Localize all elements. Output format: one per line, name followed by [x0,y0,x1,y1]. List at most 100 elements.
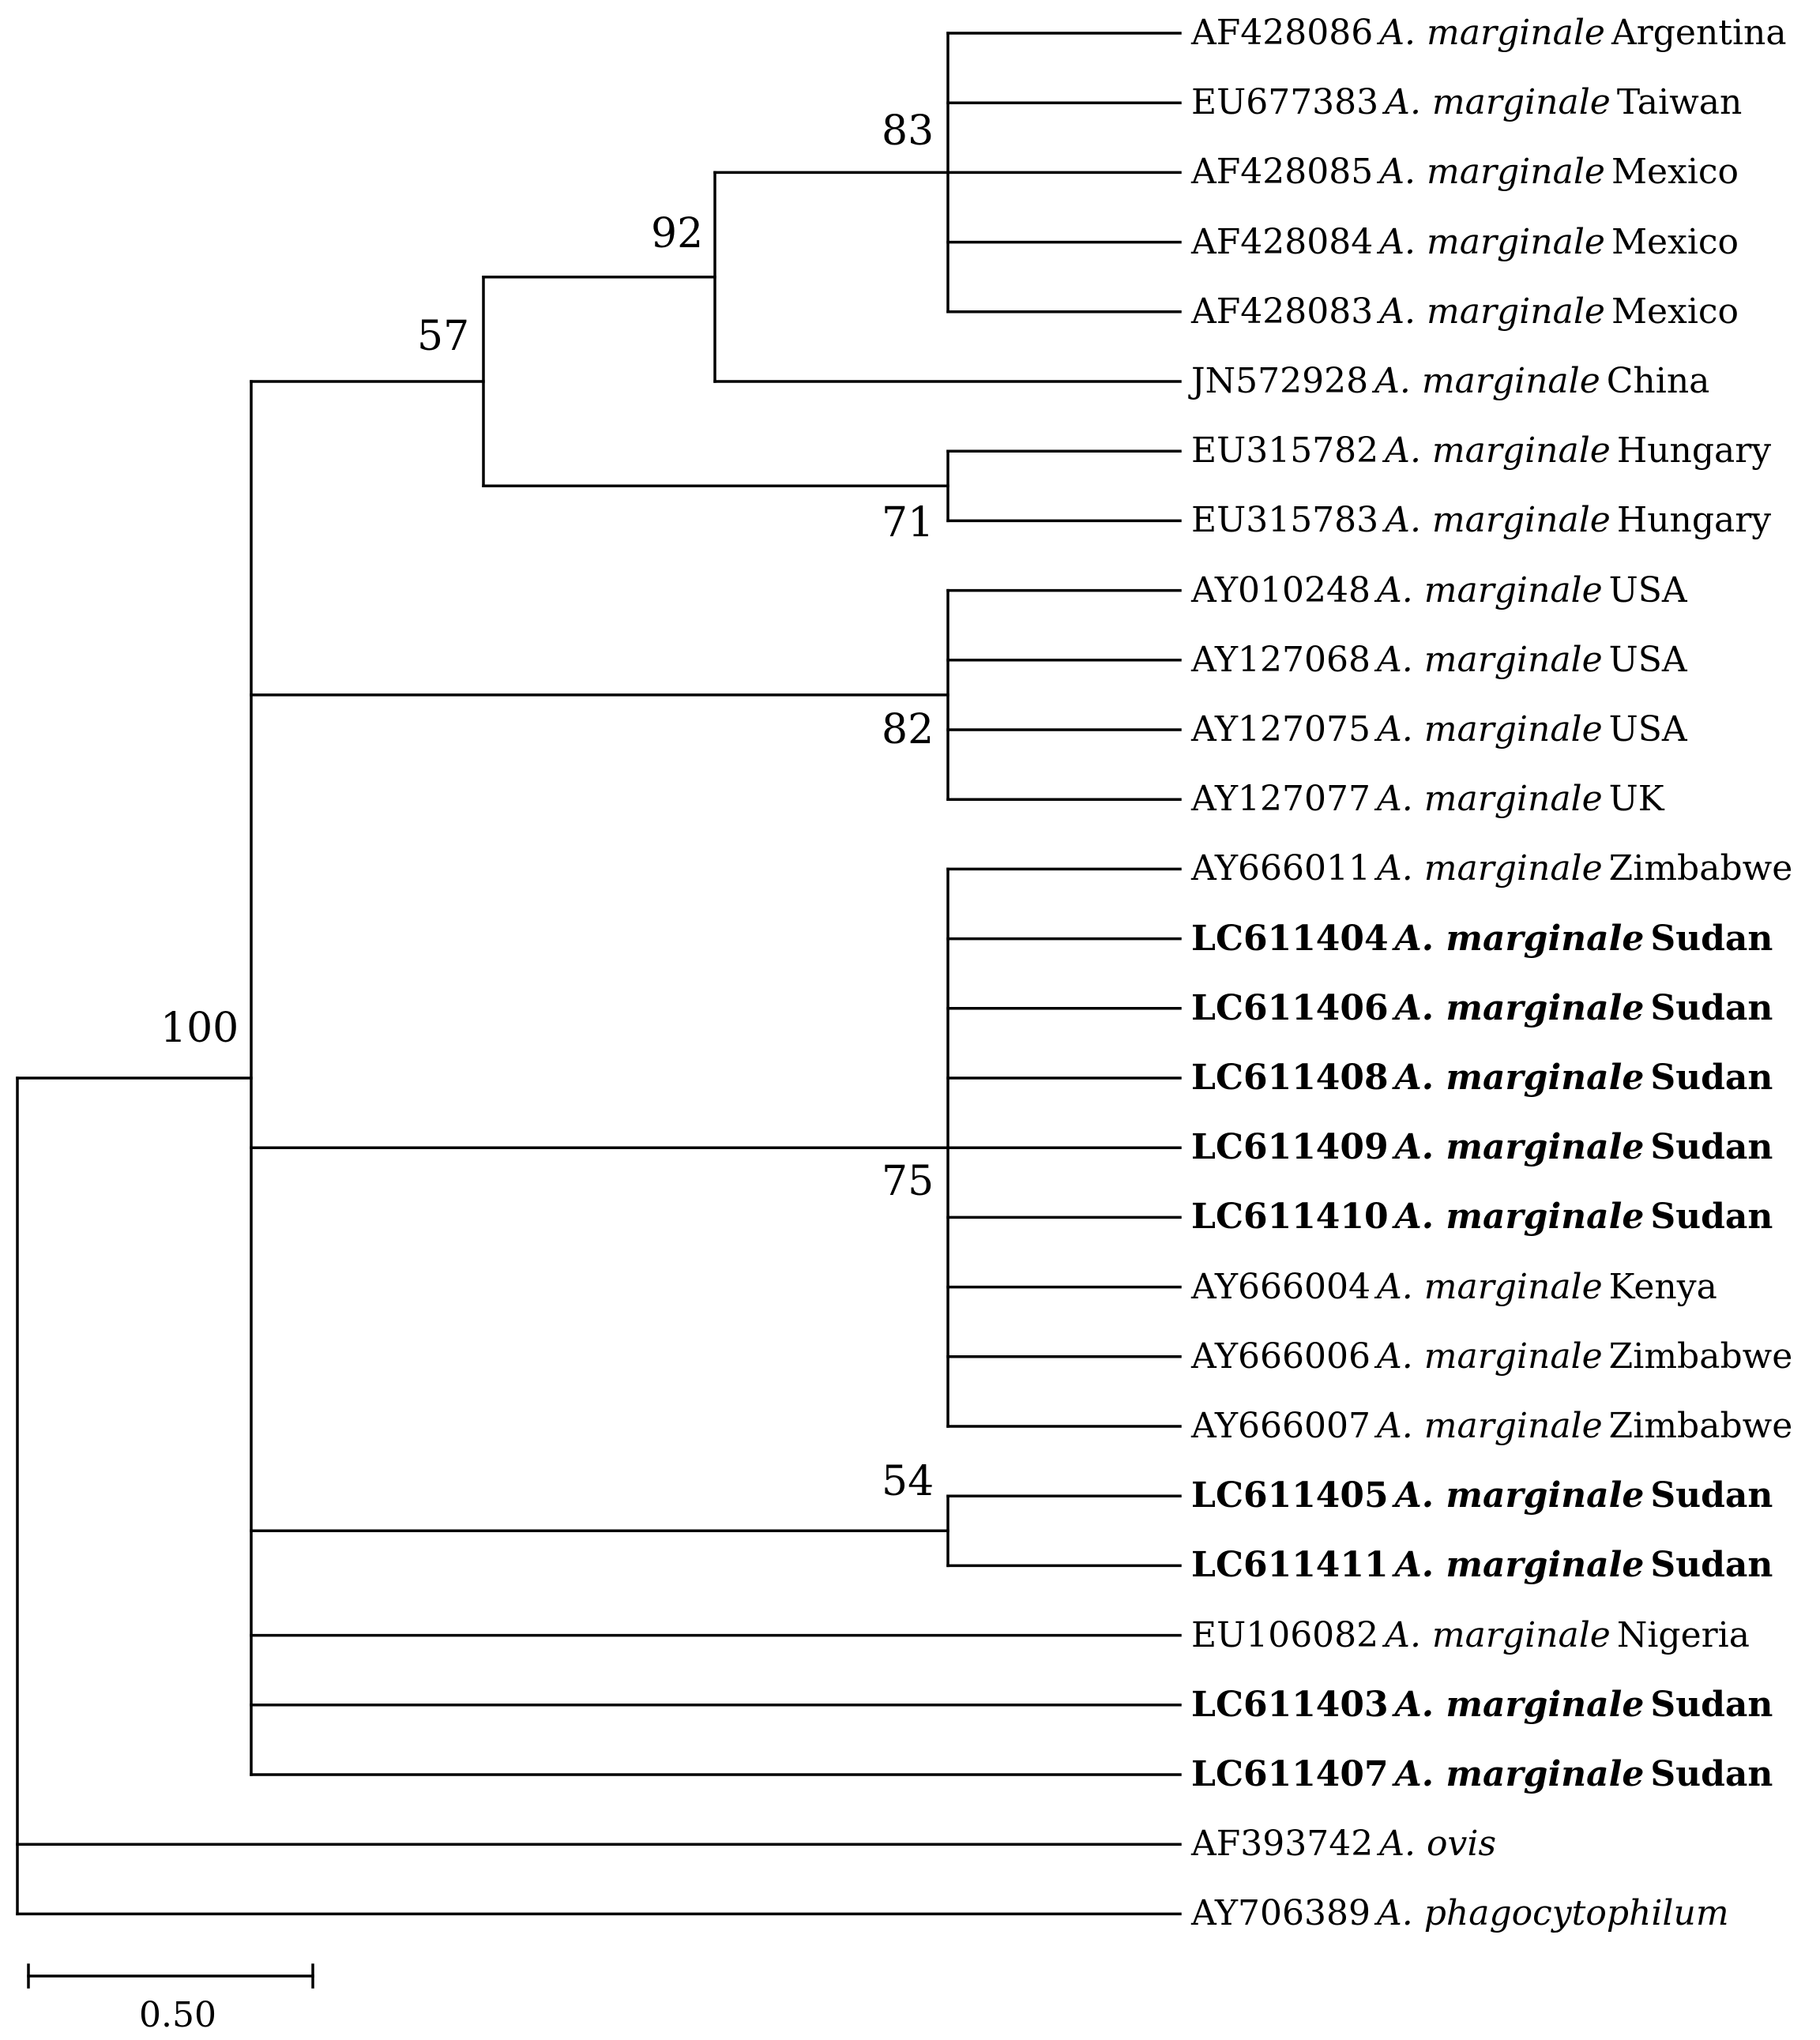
leaf-country: Nigeria [1616,1614,1750,1655]
leaf-country: Zimbabwe [1608,848,1793,889]
leaf-species: A. marginale [1394,1545,1645,1586]
bootstrap-92: 92 [651,210,704,257]
leaf-species: A. marginale [1394,987,1645,1028]
leaf-accession: AY706389 [1191,1893,1371,1934]
leaf-country: Mexico [1611,221,1739,262]
leaf-species: A. marginale [1374,361,1600,401]
leaf-country: Sudan [1650,1754,1773,1794]
leaf-accession: JN572928 [1191,361,1369,401]
bootstrap-57: 57 [417,313,470,360]
leaf-accession: AF393742 [1191,1824,1374,1865]
bootstrap-54: 54 [882,1458,934,1505]
leaf-country: Sudan [1650,987,1773,1028]
bootstrap-71: 71 [882,499,934,547]
leaf-accession: LC611411 [1191,1545,1389,1586]
leaf-species: A. marginale [1377,1266,1603,1307]
leaf-species: A. marginale [1377,1406,1603,1446]
leaf-country: Hungary [1616,500,1772,541]
leaf-country: UK [1608,779,1664,820]
bootstrap-82: 82 [882,706,934,753]
bootstrap-100: 100 [160,1005,239,1052]
leaf-country: China [1606,361,1710,401]
leaf-species: A. marginale [1377,848,1603,889]
bootstrap-75: 75 [882,1158,934,1205]
leaf-species: A. marginale [1377,1336,1603,1377]
leaf-accession: AY666004 [1191,1266,1371,1307]
leaf-accession: EU677383 [1191,82,1379,123]
leaf-species: A. phagocytophilum [1377,1893,1729,1934]
leaf-species: A. marginale [1377,569,1603,610]
leaf-country: Argentina [1611,13,1787,53]
leaf-accession: AY010248 [1191,569,1371,610]
leaf-species: A. marginale [1385,82,1611,123]
leaf-country: USA [1608,569,1687,610]
leaf-accession: AF428085 [1191,152,1374,193]
leaf-accession: AY666007 [1191,1406,1371,1446]
leaf-accession: EU315782 [1191,430,1379,471]
leaf-species: A. marginale [1394,918,1645,959]
leaf-country: Sudan [1650,1127,1773,1168]
leaf-species: A. marginale [1379,13,1605,53]
leaf-species: A. marginale [1379,291,1605,332]
leaf-species: A. marginale [1385,500,1611,541]
leaf-country: Taiwan [1616,82,1743,123]
leaf-accession: EU315783 [1191,500,1379,541]
leaf-species: A. marginale [1385,430,1611,471]
leaf-accession: EU106082 [1191,1614,1379,1655]
leaf-accession: AY666006 [1191,1336,1371,1377]
leaf-country: Sudan [1650,1058,1773,1098]
bootstrap-83: 83 [882,107,934,155]
leaf-country: Sudan [1650,1197,1773,1238]
leaf-accession: LC611406 [1191,987,1389,1028]
leaf-accession: AF428086 [1191,13,1374,53]
leaf-country: Sudan [1650,1545,1773,1586]
leaf-species: A. marginale [1377,779,1603,820]
leaf-species: A. ovis [1379,1824,1497,1865]
leaf-accession: AY127077 [1191,779,1371,820]
leaf-accession: AY666011 [1191,848,1371,889]
leaf-species: A. marginale [1379,152,1605,193]
leaf-accession: AY127068 [1191,639,1371,680]
leaf-species: A. marginale [1377,639,1603,680]
leaf-country: USA [1608,639,1687,680]
leaf-country: Sudan [1650,1684,1773,1725]
leaf-country: Kenya [1608,1266,1717,1307]
leaf-species: A. marginale [1377,709,1603,750]
leaf-species: A. marginale [1394,1197,1645,1238]
leaf-country: Mexico [1611,291,1739,332]
leaf-accession: AY127075 [1191,709,1371,750]
leaf-accession: AF428083 [1191,291,1374,332]
leaf-species: A. marginale [1394,1058,1645,1098]
leaf-country: Sudan [1650,918,1773,959]
leaf-country: Hungary [1616,430,1772,471]
leaf-accession: LC611404 [1191,918,1389,959]
leaf-species: A. marginale [1394,1754,1645,1794]
leaf-country: USA [1608,709,1687,750]
leaf-accession: LC611407 [1191,1754,1389,1794]
